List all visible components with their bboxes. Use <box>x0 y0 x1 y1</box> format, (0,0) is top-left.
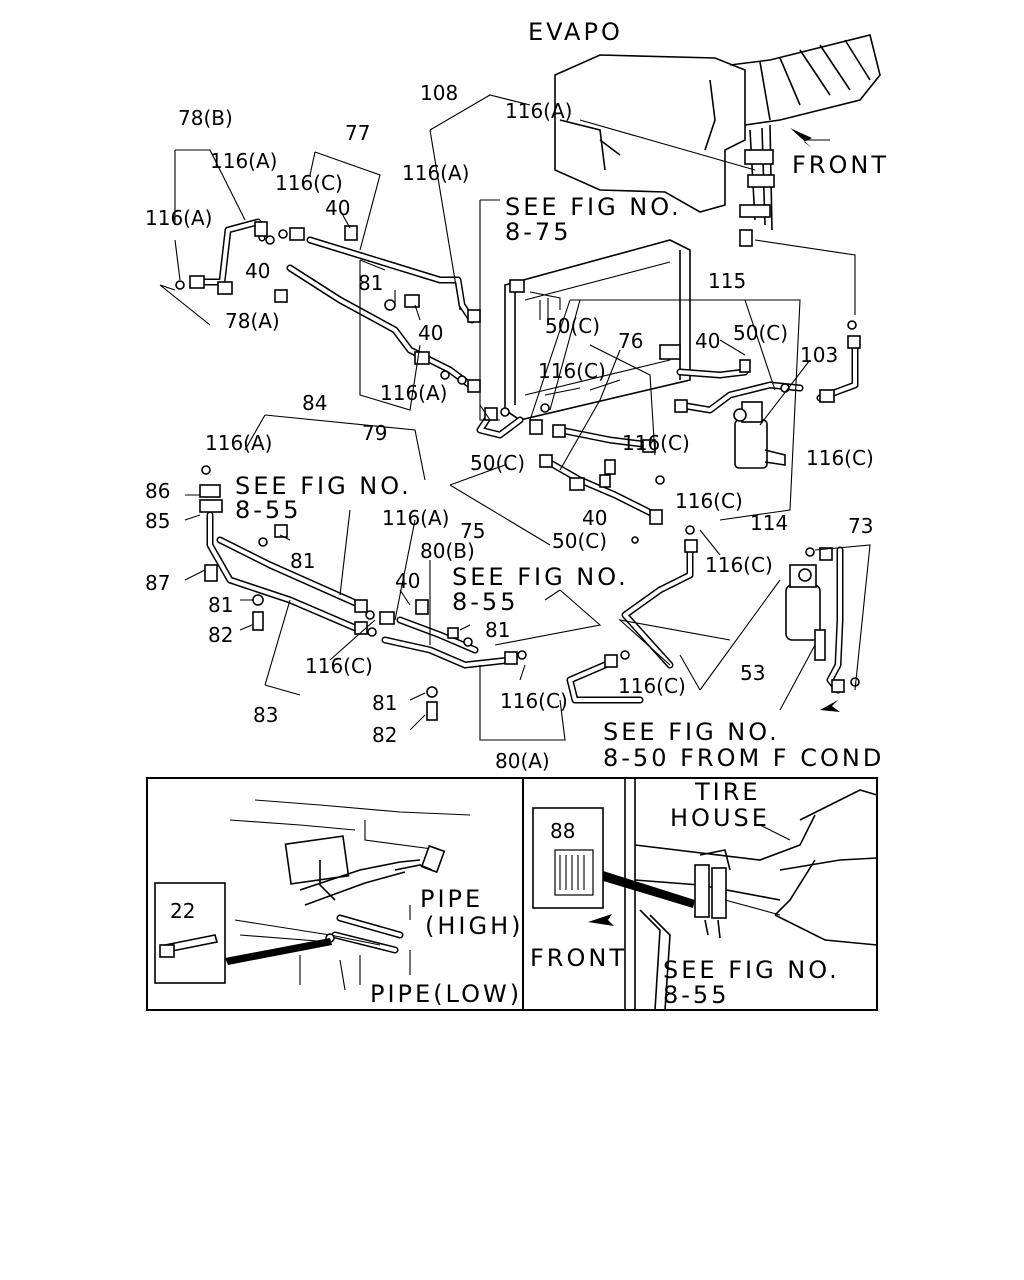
label-116a-3: 116(A) <box>402 161 469 185</box>
label-79: 79 <box>362 421 387 445</box>
label-50c-3: 50(C) <box>470 451 525 475</box>
inset-right-front: FRONT <box>530 944 627 972</box>
label-81-5: 81 <box>372 691 397 715</box>
label-81-2: 81 <box>290 549 315 573</box>
label-53: 53 <box>740 661 765 685</box>
label-85: 85 <box>145 509 170 533</box>
drier-73 <box>785 564 826 661</box>
label-82-1: 82 <box>208 623 233 647</box>
inset-left-pipe-high-b: (HIGH) <box>425 912 524 940</box>
label-40-4: 40 <box>695 329 720 353</box>
leader-lines <box>159 94 871 741</box>
label-see-855-a: SEE FIG NO. <box>235 472 412 500</box>
label-50c-1: 50(C) <box>545 314 600 338</box>
label-81-3: 81 <box>208 593 233 617</box>
label-see-855c-a: SEE FIG NO. <box>452 563 629 591</box>
label-see-875-a: SEE FIG NO. <box>505 193 682 221</box>
inset-right-tire-house-a: TIRE <box>694 778 761 806</box>
label-116c-4: 116(C) <box>806 446 874 470</box>
label-116a-2: 116(A) <box>210 149 277 173</box>
label-81-4: 81 <box>485 618 510 642</box>
label-see-855c-b: 8-55 <box>452 588 518 616</box>
evaporator-unit <box>554 34 881 247</box>
label-116c-5: 116(C) <box>675 489 743 513</box>
label-82-2: 82 <box>372 723 397 747</box>
label-40-1: 40 <box>325 196 350 220</box>
label-87: 87 <box>145 571 170 595</box>
label-84: 84 <box>302 391 327 415</box>
label-116c-7: 116(C) <box>305 654 373 678</box>
label-116c-8: 116(C) <box>618 674 686 698</box>
label-75: 75 <box>460 519 485 543</box>
inset-right-see-a: SEE FIG NO. <box>663 956 840 984</box>
part-labels: EVAPO FRONT 108 116(A) 78(B) 77 116(A) 1… <box>145 18 889 773</box>
label-see-850-b: 8-50 FROM F COND <box>603 744 884 772</box>
label-81-1: 81 <box>358 271 383 295</box>
label-40-3: 40 <box>418 321 443 345</box>
label-50c-2: 50(C) <box>733 321 788 345</box>
label-83: 83 <box>253 703 278 727</box>
label-116a-1: 116(A) <box>505 99 572 123</box>
condenser <box>504 239 691 421</box>
label-40-5: 40 <box>582 506 607 530</box>
label-40-2: 40 <box>245 259 270 283</box>
inset-left-pipe-clamp: 22 PIPE (HIGH) PIPE(LOW) <box>154 799 524 1008</box>
receiver-drier <box>733 401 786 469</box>
label-50c-4: 50(C) <box>552 529 607 553</box>
inset-right-tire-house: 88 TIRE HOUSE FRONT SEE FIG NO. 8-55 <box>530 778 878 1011</box>
label-116a-7: 116(A) <box>382 506 449 530</box>
label-see-855-b: 8-55 <box>235 496 301 524</box>
label-front-top: FRONT <box>792 151 889 179</box>
fittings <box>175 221 861 721</box>
label-116c-2: 116(C) <box>538 359 606 383</box>
label-see-875-b: 8-75 <box>505 218 571 246</box>
inset-left-pipe-high-a: PIPE <box>420 885 483 913</box>
inset-left-pipe-low: PIPE(LOW) <box>370 980 522 1008</box>
label-116c-6: 116(C) <box>705 553 773 577</box>
label-76: 76 <box>618 329 643 353</box>
label-116a-5: 116(A) <box>380 381 447 405</box>
label-116a-4: 116(A) <box>145 206 212 230</box>
refrigerant-pipes <box>191 218 859 704</box>
label-evapo: EVAPO <box>528 18 623 46</box>
label-116c-9: 116(C) <box>500 689 568 713</box>
label-116c-3: 116(C) <box>622 431 690 455</box>
label-80a: 80(A) <box>495 749 550 773</box>
label-103: 103 <box>800 343 838 367</box>
label-73: 73 <box>848 514 873 538</box>
inset-right-tire-house-b: HOUSE <box>670 804 770 832</box>
label-see-850-a: SEE FIG NO. <box>603 718 780 746</box>
label-77: 77 <box>345 121 370 145</box>
inset-right-part-88: 88 <box>550 819 575 843</box>
label-40-6: 40 <box>395 569 420 593</box>
label-108: 108 <box>420 81 458 105</box>
inset-right-see-b: 8-55 <box>663 981 729 1009</box>
label-80b: 80(B) <box>420 539 475 563</box>
label-116a-6: 116(A) <box>205 431 272 455</box>
inset-left-part-22: 22 <box>170 899 195 923</box>
label-115: 115 <box>708 269 746 293</box>
label-78b: 78(B) <box>178 106 233 130</box>
inset-frame <box>146 777 878 1011</box>
label-116c-1: 116(C) <box>275 171 343 195</box>
label-114: 114 <box>750 511 788 535</box>
label-78a: 78(A) <box>225 309 280 333</box>
label-86: 86 <box>145 479 170 503</box>
